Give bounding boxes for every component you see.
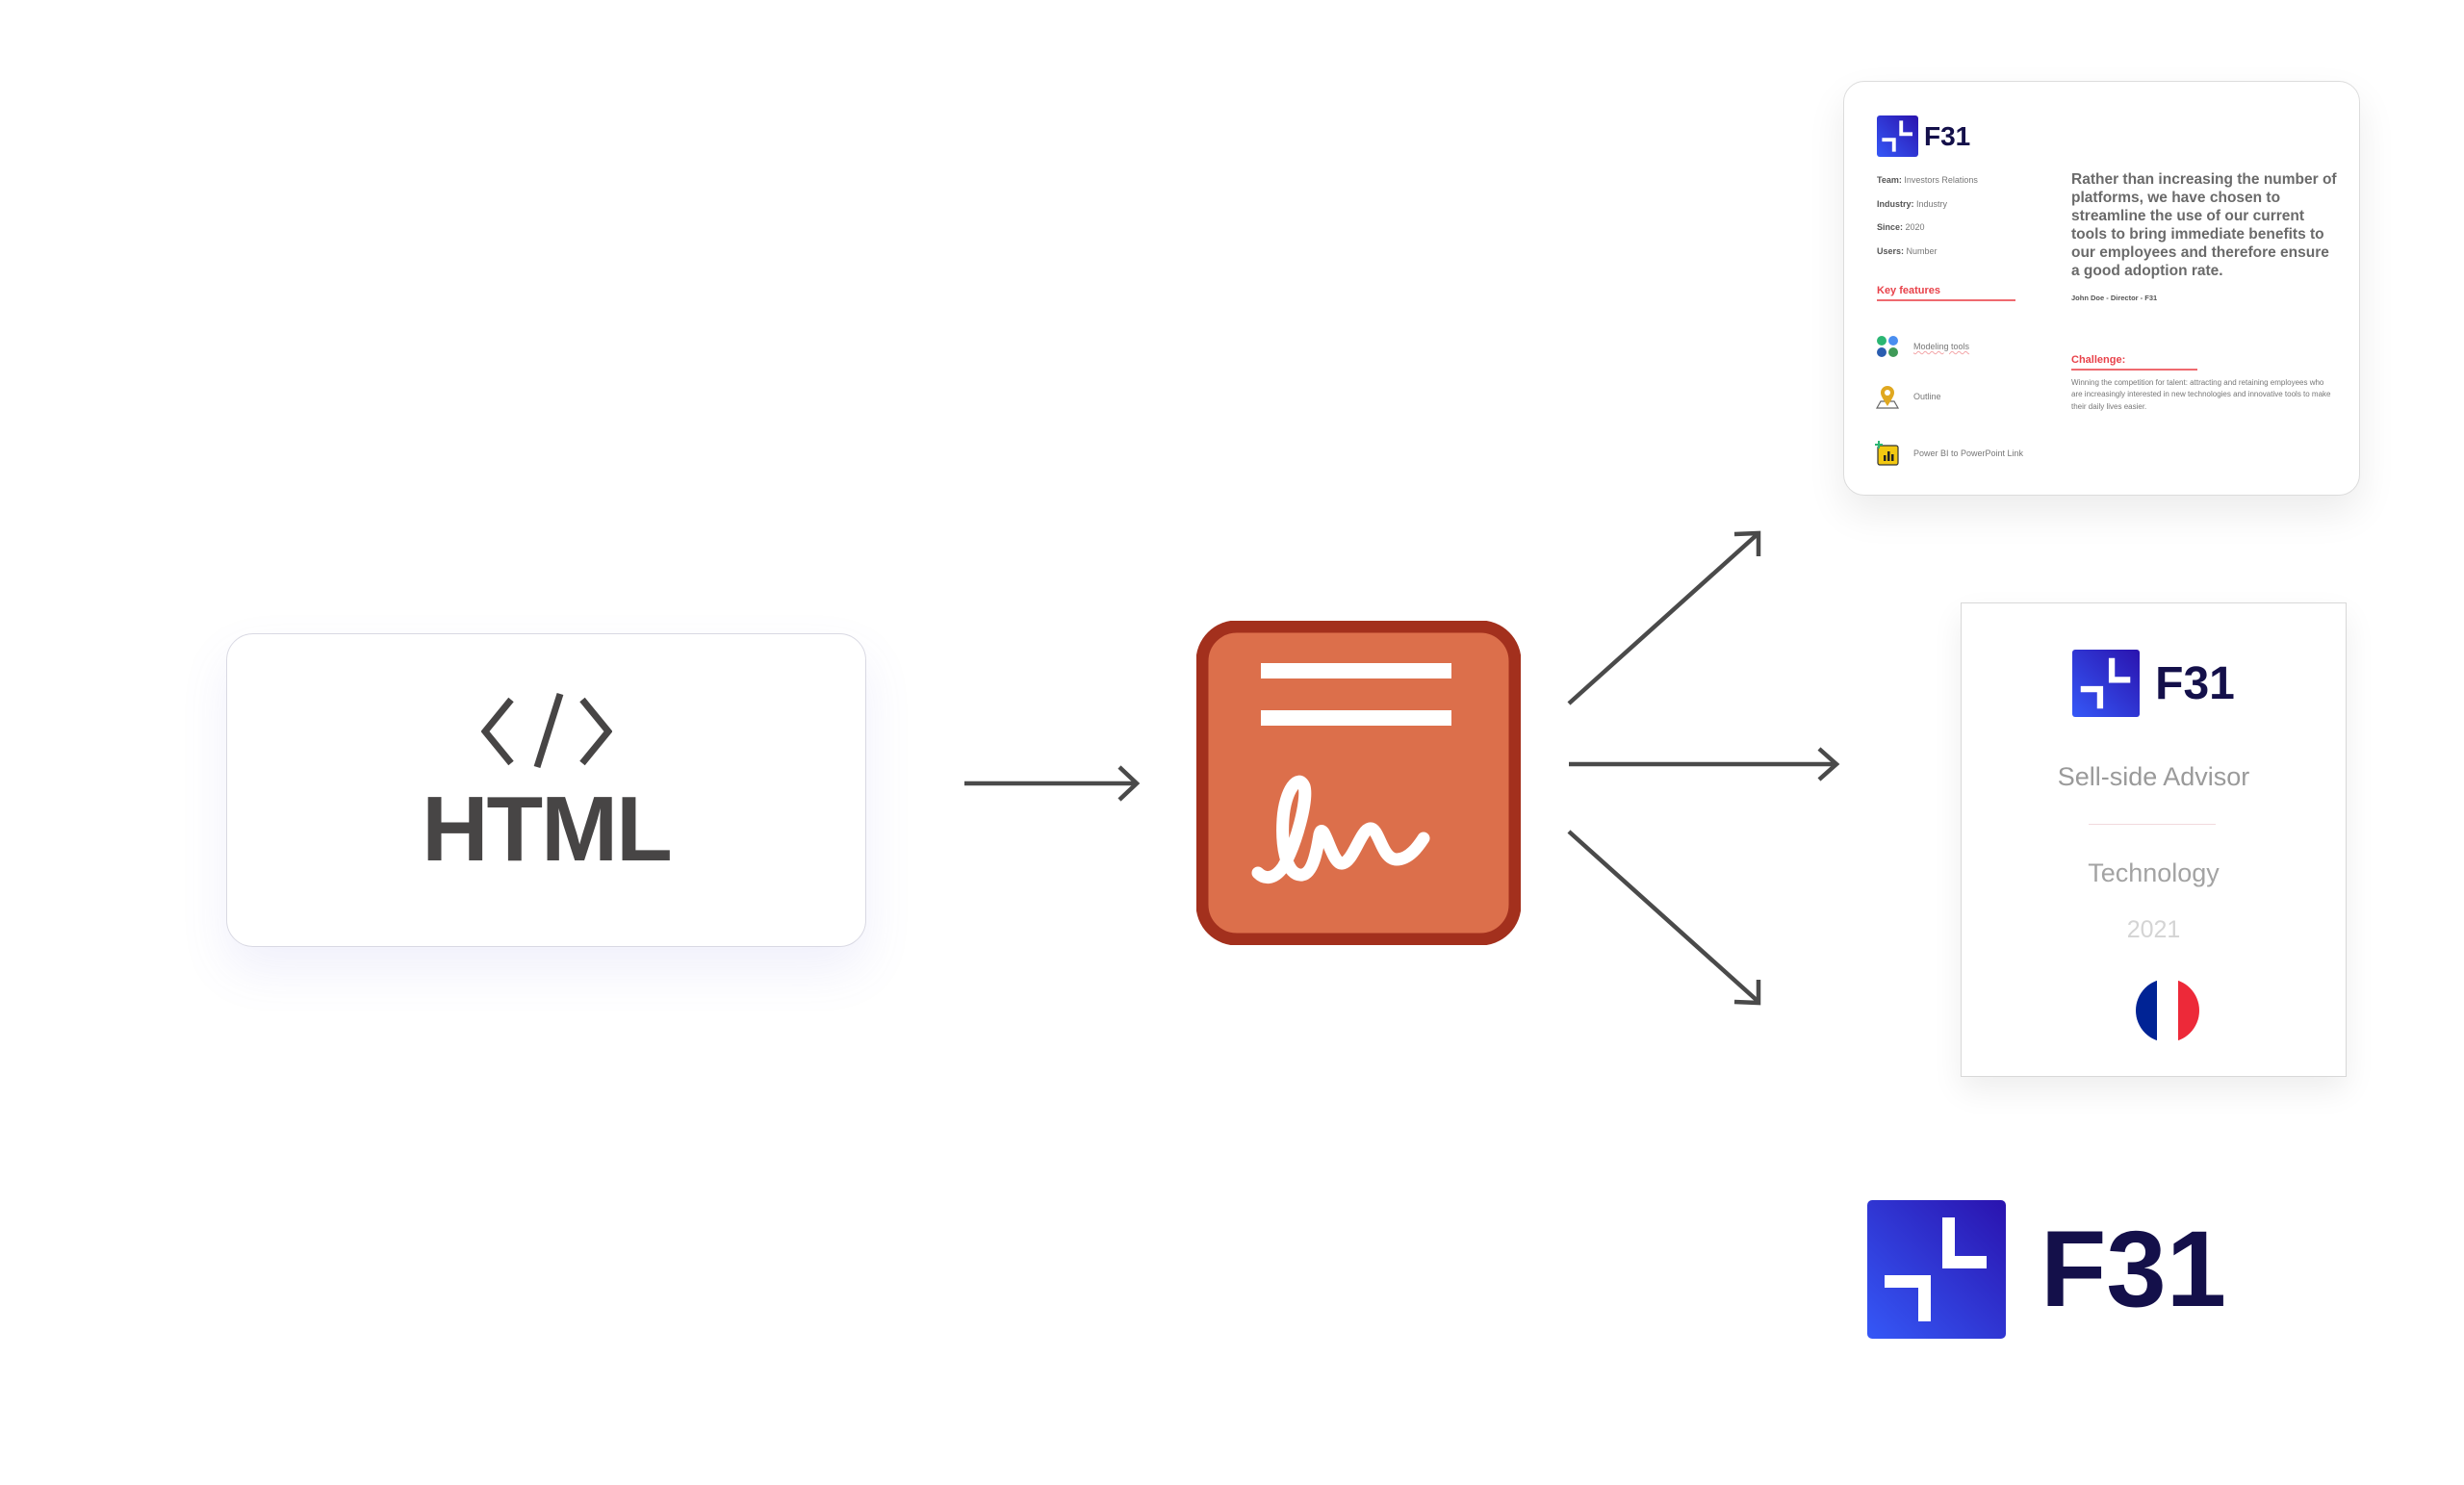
arrow-to-tombstone — [1569, 747, 1840, 781]
arrow-to-logo — [1567, 830, 1761, 1006]
meta-since: Since: 2020 — [1877, 222, 1925, 232]
france-flag-icon — [2136, 979, 2199, 1042]
tombstone-card: F31 Sell-side Advisor Technology 2021 — [1961, 602, 2347, 1077]
testimonial-quote: Rather than increasing the number of pla… — [2071, 171, 2337, 279]
feature-item: Power BI to PowerPoint Link — [1875, 441, 2023, 466]
arrow-html-to-sign — [964, 765, 1141, 802]
feature-item: Modeling tools — [1875, 334, 1969, 359]
meta-industry: Industry: Industry — [1877, 198, 1948, 209]
html-label: HTML — [422, 778, 673, 881]
case-study-meta: Team: Investors Relations Industry: Indu… — [1877, 168, 1978, 263]
key-features-underline — [1877, 299, 2015, 301]
f31-logo-mark-icon — [2072, 650, 2141, 717]
tombstone-logo: F31 — [1962, 650, 2346, 717]
arrow-to-case-study — [1567, 530, 1761, 705]
f31-logo-mark-icon — [1867, 1200, 2006, 1339]
signed-document-icon — [1196, 621, 1521, 945]
tombstone-logo-text: F31 — [2155, 657, 2235, 709]
case-study-logo-text: F31 — [1924, 120, 1971, 151]
powerbi-link-icon — [1875, 441, 1899, 466]
modeling-tools-icon — [1877, 336, 1898, 357]
map-pin-icon — [1875, 386, 1900, 409]
meta-team: Team: Investors Relations — [1877, 175, 1978, 185]
challenge-text: Winning the competition for talent: attr… — [2071, 378, 2331, 411]
html-source-card: HTML — [226, 633, 866, 947]
divider — [2089, 824, 2216, 825]
challenge-heading: Challenge: — [2071, 354, 2126, 366]
f31-logo-mark-icon — [1877, 115, 1918, 157]
key-features-heading: Key features — [1877, 285, 1941, 296]
deal-role: Sell-side Advisor — [2057, 762, 2250, 791]
deal-sector: Technology — [2088, 858, 2220, 887]
f31-logo-text: F31 — [2040, 1209, 2226, 1329]
deal-year: 2021 — [2126, 916, 2181, 943]
f31-logo: F31 — [1867, 1200, 2226, 1339]
case-study-logo: F31 — [1877, 115, 1970, 157]
testimonial-attribution: John Doe - Director - F31 — [2071, 294, 2158, 302]
feature-item: Outline — [1875, 384, 1941, 409]
code-brackets-icon — [481, 692, 612, 769]
meta-users: Users: Number — [1877, 245, 1938, 256]
challenge-underline — [2071, 369, 2197, 371]
case-study-card: F31 Team: Investors Relations Industry: … — [1843, 81, 2360, 496]
